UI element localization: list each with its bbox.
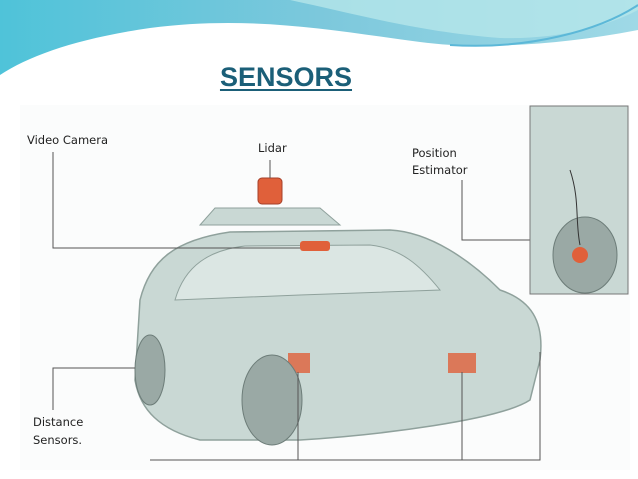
label-lidar: Lidar	[258, 141, 287, 155]
distance-sensor-right	[448, 353, 476, 373]
label-position-estimator-line1: Position	[412, 146, 457, 160]
rear-wheel	[134, 334, 166, 406]
label-video-camera: Video Camera	[27, 133, 109, 147]
roof-rack	[198, 207, 342, 226]
slide-title: SENSORS	[219, 62, 353, 92]
car-windows	[174, 244, 442, 301]
front-wheel	[241, 354, 303, 446]
label-distance-sensors-line1: Distance	[33, 415, 84, 429]
video-camera-sensor	[300, 241, 330, 251]
label-position-estimator-line2: Estimator	[412, 163, 468, 177]
label-distance-sensors-line2: Sensors.	[33, 433, 83, 447]
lidar-sensor	[257, 177, 283, 205]
car-diagram	[20, 105, 630, 470]
